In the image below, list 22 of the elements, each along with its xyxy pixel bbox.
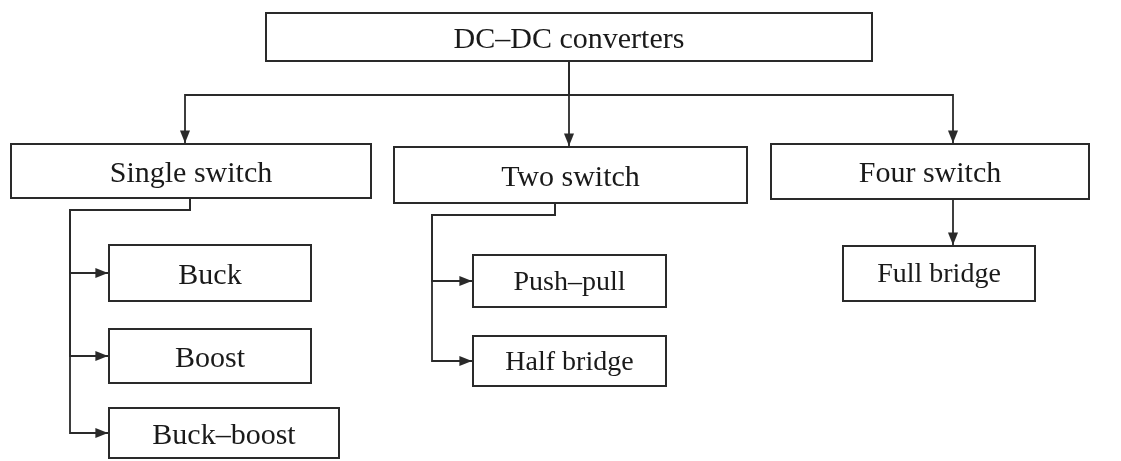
box-label: Boost (175, 339, 245, 373)
box-label: Single switch (109, 154, 273, 188)
box-label: Four switch (858, 155, 1002, 188)
box-label: Half bridge (505, 345, 634, 377)
category-box (265, 12, 873, 62)
category-box (10, 143, 372, 199)
box-label: Two switch (501, 158, 640, 192)
category-box (108, 328, 312, 384)
box-label: Buck–boost (152, 416, 296, 450)
box-label: DC–DC converters (453, 20, 685, 54)
connector-arrow (431, 203, 556, 367)
box-label: Full bridge (877, 258, 1001, 289)
box-label: Push–pull (513, 265, 626, 297)
category-box (472, 335, 667, 387)
category-box (108, 407, 340, 459)
category-box (770, 143, 1090, 200)
category-box (842, 245, 1036, 302)
category-box (393, 146, 748, 204)
category-box (472, 254, 667, 308)
box-label: Buck (178, 256, 242, 290)
category-box (108, 244, 312, 302)
connector-arrow (947, 199, 959, 246)
